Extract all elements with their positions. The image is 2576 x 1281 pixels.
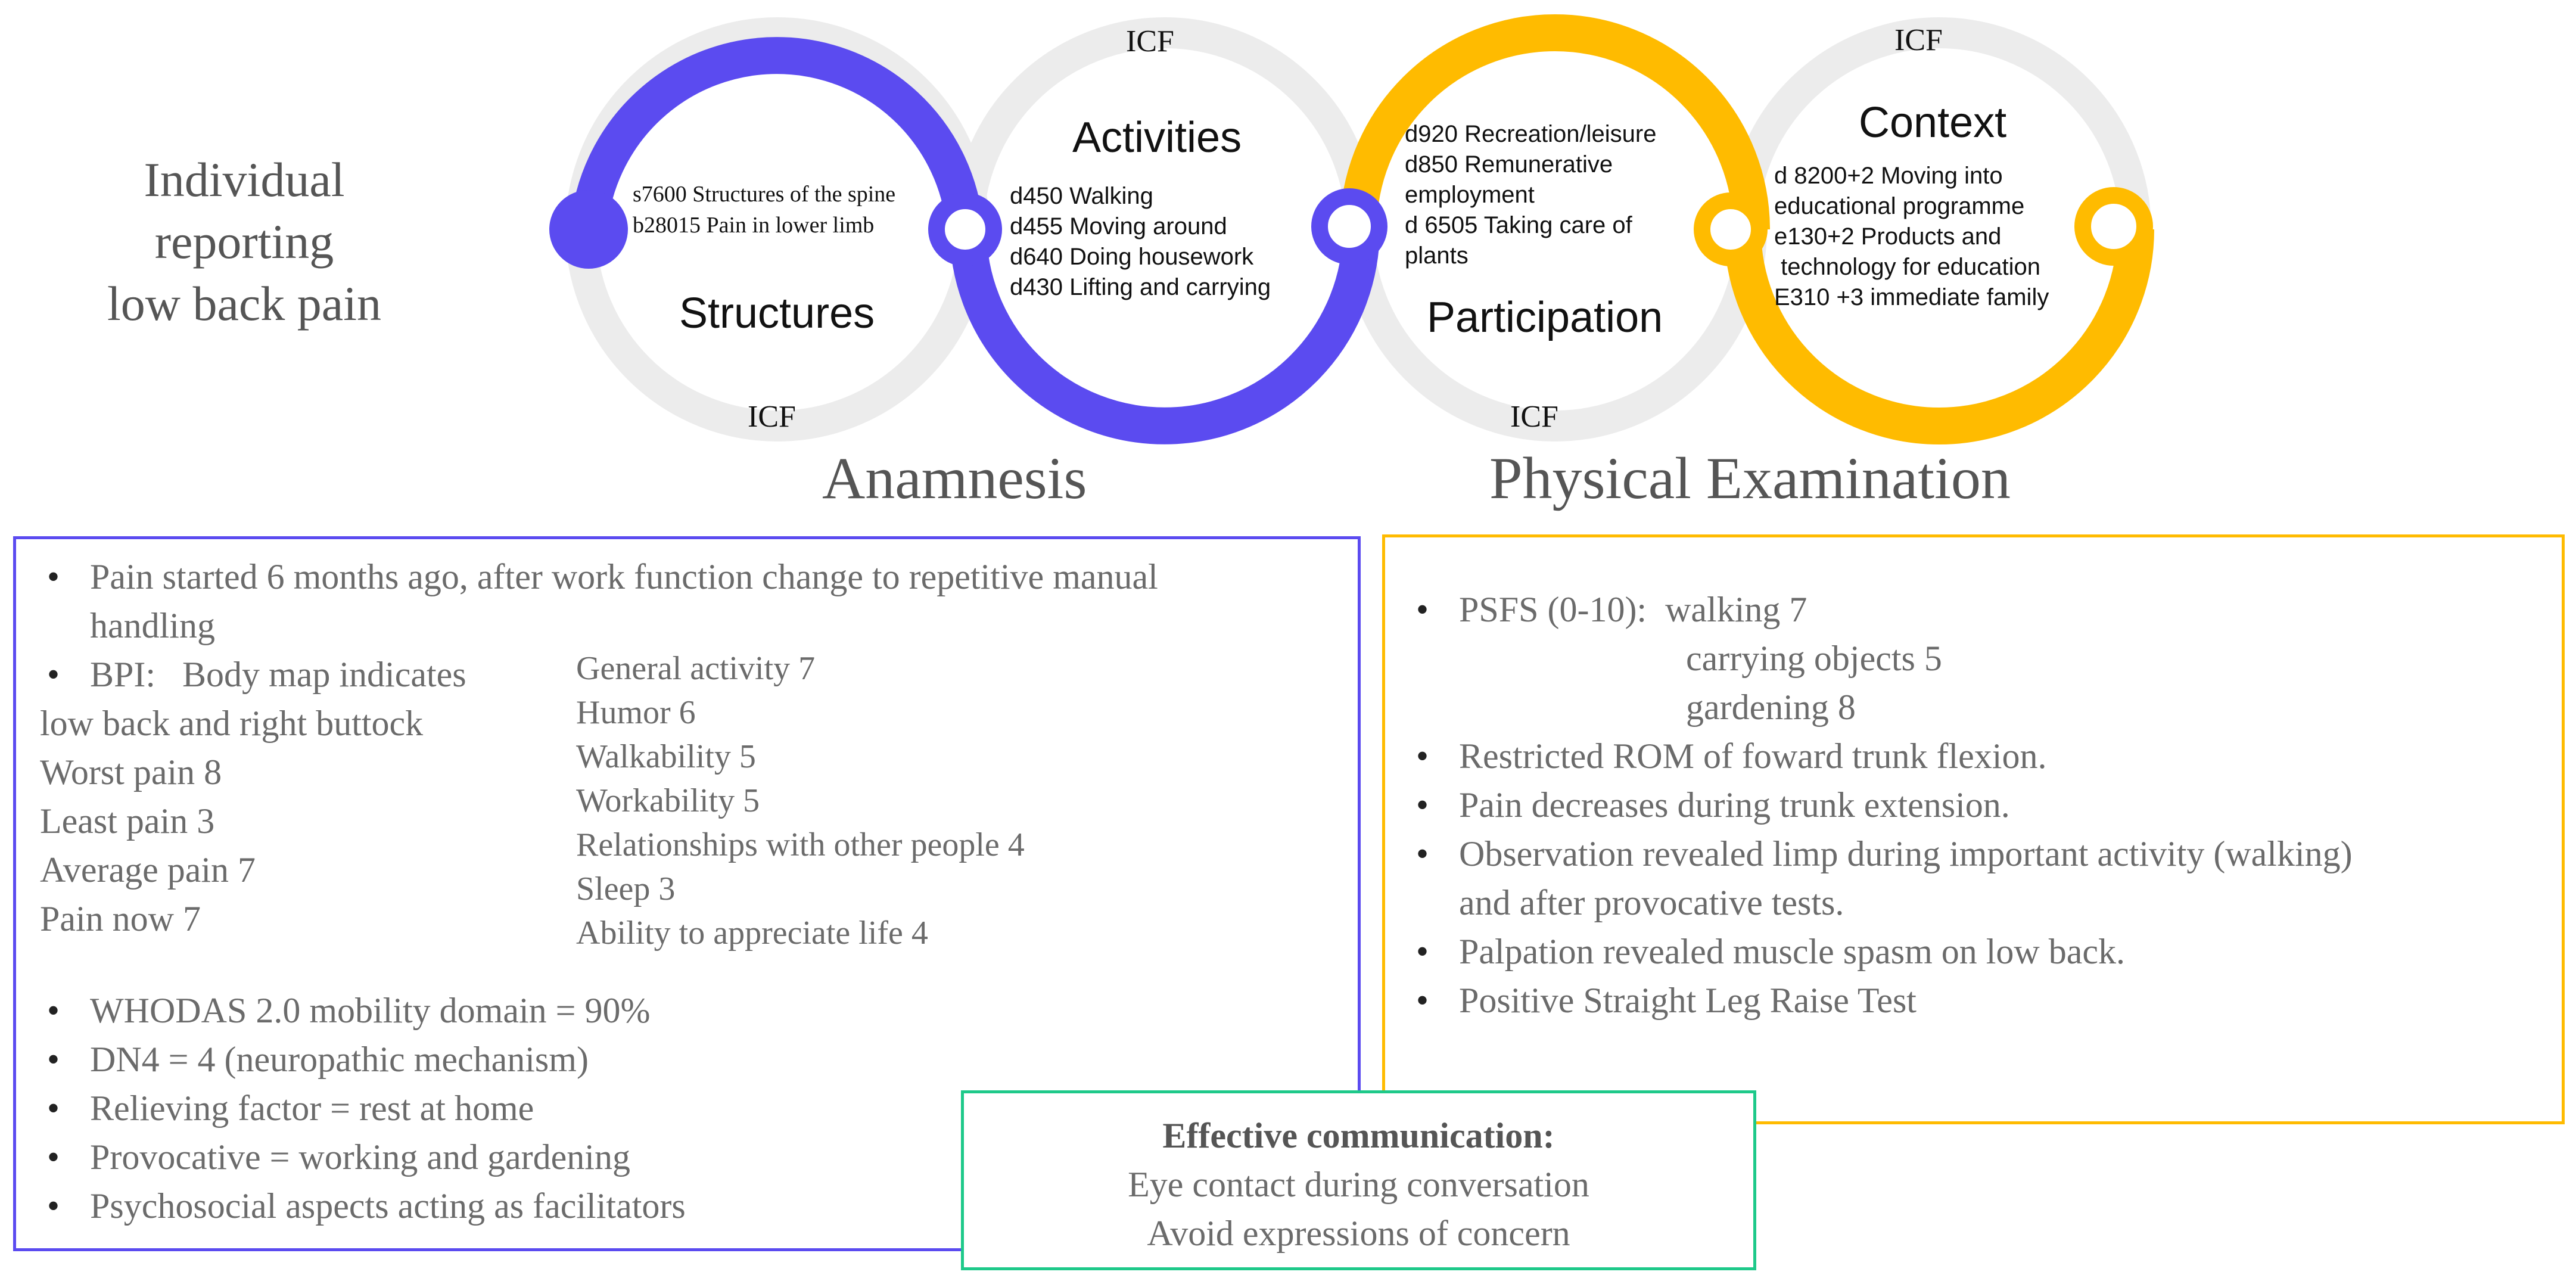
observation-line1: Observation revealed limp during importa… (1459, 834, 2353, 873)
context-item: d 8200+2 Moving into (1774, 163, 2003, 189)
list-item: WHODAS 2.0 mobility domain = 90% (40, 986, 1339, 1035)
effective-communication-panel: Effective communication: Eye contact dur… (961, 1090, 1756, 1270)
connector-dot-3 (1694, 192, 1768, 266)
icf-label-activities: ICF (1126, 24, 1174, 58)
activities-item: d430 Lifting and carrying (1010, 274, 1271, 300)
list-item: Psychosocial aspects acting as facilitat… (40, 1181, 1339, 1230)
context-item: E310 +3 immediate family (1774, 284, 2049, 310)
start-dot (549, 190, 628, 269)
structures-arc (570, 37, 984, 231)
list-item: Palpation revealed muscle spasm on low b… (1409, 927, 2541, 976)
physical-examination-panel: PSFS (0-10): walking 7 carrying objects … (1382, 534, 2565, 1124)
anamnesis-panel: Pain started 6 months ago, after work fu… (13, 536, 1361, 1251)
connector-dot-1 (928, 192, 1002, 266)
icf-label-context: ICF (1894, 23, 1943, 57)
interference-list: General activity 7 Humor 6 Walkability 5… (576, 646, 1025, 955)
list-item: DN4 = 4 (neuropathic mechanism) (40, 1035, 1339, 1084)
interference-item: Relationships with other people 4 (576, 826, 1025, 863)
participation-item: d 6505 Taking care of (1405, 212, 1632, 238)
communication-title: Effective communication: (1162, 1116, 1555, 1155)
activities-arc (950, 229, 1380, 444)
activities-item: d450 Walking (1010, 183, 1153, 209)
list-item: Restricted ROM of foward trunk flexion. (1409, 732, 2541, 781)
participation-item: plants (1405, 242, 1469, 269)
communication-line: Avoid expressions of concern (1147, 1214, 1570, 1253)
participation-items: d920 Recreation/leisure d850 Remunerativ… (1405, 119, 1656, 271)
subject-line1: Individual reporting (144, 153, 345, 269)
structures-item: b28015 Pain in lower limb (633, 213, 875, 238)
context-arc (1724, 229, 2154, 444)
communication-line: Eye contact during conversation (1128, 1165, 1589, 1204)
context-item: e130+2 Products and (1774, 223, 2002, 250)
list-item: Positive Straight Leg Raise Test (1409, 976, 2541, 1025)
icf-label-structures: ICF (748, 400, 796, 434)
list-item: BPI: Body map indicates (40, 650, 1339, 699)
interference-item: Walkability 5 (576, 738, 756, 775)
participation-item: d920 Recreation/leisure (1405, 121, 1657, 147)
section-title-anamnesis: Anamnesis (822, 445, 1087, 511)
psfs-item: walking 7 (1665, 590, 1807, 629)
participation-arc (1340, 14, 1770, 230)
icf-rings-diagram (549, 14, 2154, 444)
bpi-score: Worst pain 8 (40, 753, 222, 792)
activities-items: d450 Walking d455 Moving around d640 Doi… (1010, 181, 1271, 303)
psfs-item: carrying objects 5 (1686, 639, 1942, 678)
list-item: Pain started 6 months ago, after work fu… (40, 552, 1339, 650)
participation-item: d850 Remunerative (1405, 151, 1613, 178)
list-item: Provocative = working and gardening (40, 1133, 1339, 1181)
structures-item: s7600 Structures of the spine (633, 182, 896, 207)
interference-item: Sleep 3 (576, 870, 676, 907)
subject-label: Individual reporting low back pain (60, 149, 429, 335)
list-item: PSFS (0-10): walking 7 (1409, 585, 2541, 634)
participation-title: Participation (1427, 294, 1663, 341)
bpi-line1: BPI: Body map indicates (90, 655, 466, 694)
bpi-line2: low back and right buttock (40, 704, 424, 743)
context-items: d 8200+2 Moving into educational program… (1774, 161, 2049, 313)
list-item: Observation revealed limp during importa… (1409, 829, 2541, 927)
pain-start-line1: Pain started 6 months ago, after work fu… (90, 557, 1158, 596)
interference-item: Humor 6 (576, 694, 696, 731)
connector-dot-2 (1311, 188, 1387, 265)
psfs-item: gardening 8 (1686, 688, 1856, 727)
context-title: Context (1859, 99, 2007, 147)
activities-item: d455 Moving around (1010, 213, 1227, 240)
activities-title: Activities (1072, 114, 1242, 161)
list-item: Relieving factor = rest at home (40, 1084, 1339, 1133)
icf-label-participation: ICF (1510, 400, 1558, 434)
interference-item: Ability to appreciate life 4 (576, 915, 928, 952)
context-item: technology for education (1774, 254, 2040, 280)
list-item: Pain decreases during trunk extension. (1409, 781, 2541, 829)
pain-start-line2: handling (90, 606, 215, 645)
bpi-score: Least pain 3 (40, 801, 215, 841)
end-dot (2074, 187, 2153, 266)
interference-item: General activity 7 (576, 650, 816, 687)
participation-item: employment (1405, 182, 1535, 208)
interference-item: Workability 5 (576, 782, 760, 819)
context-item: educational programme (1774, 193, 2025, 219)
structures-items: s7600 Structures of the spine b28015 Pai… (633, 179, 895, 241)
bpi-score: Average pain 7 (40, 850, 256, 890)
section-title-physical-examination: Physical Examination (1489, 445, 2011, 511)
structures-title: Structures (679, 290, 875, 337)
subject-line2: low back pain (107, 276, 381, 331)
psfs-label: PSFS (0-10): (1459, 590, 1647, 629)
observation-line2: and after provocative tests. (1459, 883, 1844, 922)
bpi-score: Pain now 7 (40, 899, 201, 938)
activities-item: d640 Doing housework (1010, 244, 1254, 270)
